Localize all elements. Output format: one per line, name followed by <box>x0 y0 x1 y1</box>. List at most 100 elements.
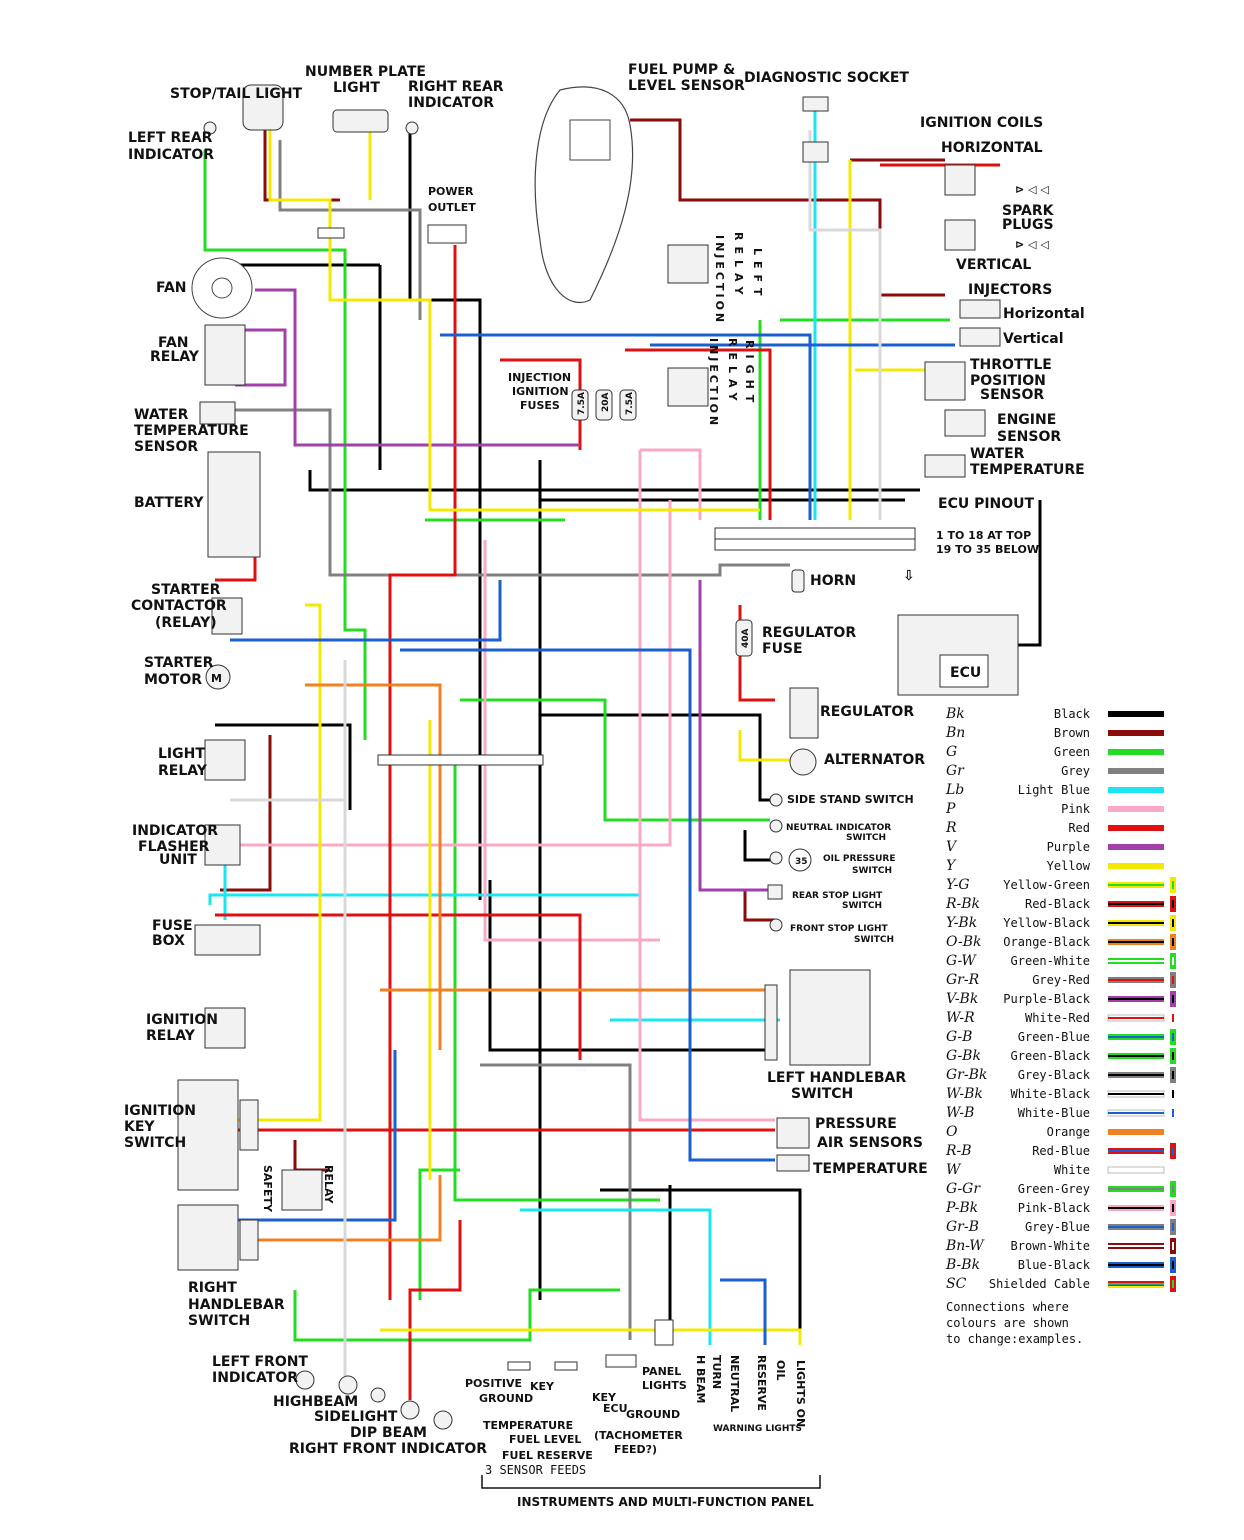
legend-code: Y <box>946 858 957 874</box>
label-starter-motor-2: MOTOR <box>144 672 202 688</box>
legend-change-example-stripe <box>1172 919 1174 927</box>
injection-relay-right <box>667 367 709 407</box>
label-oil-pressure-num: 35 <box>795 857 808 867</box>
label-instruments: INSTRUMENTS AND MULTI-FUNCTION PANEL <box>517 1495 814 1509</box>
legend-name: Green <box>1054 745 1090 759</box>
label-injector-horizontal: Horizontal <box>1003 306 1085 322</box>
legend-swatch-stripe <box>1108 1074 1164 1076</box>
legend-code: G-W <box>946 953 977 969</box>
power-outlet <box>427 224 467 244</box>
label-horn: HORN <box>810 573 856 589</box>
legend-name: Purple <box>1047 840 1090 854</box>
label-light-relay-1: LIGHT <box>158 746 205 762</box>
label-ecu-note-2: 19 TO 35 BELOW <box>936 543 1039 556</box>
legend-name: Purple-Black <box>1003 992 1090 1006</box>
label-power-outlet-1: POWER <box>428 185 474 198</box>
legend-swatch-stripe <box>1108 1188 1164 1190</box>
right-front-indicator-bulb <box>433 1410 453 1430</box>
legend-swatch-stripe <box>1108 1264 1164 1266</box>
legend-swatch <box>1108 844 1164 850</box>
battery <box>207 451 261 558</box>
throttle-position-sensor <box>924 361 966 401</box>
legend-code: SC <box>946 1276 967 1292</box>
legend-swatch-stripe <box>1108 922 1164 924</box>
legend-name: Red <box>1068 821 1090 835</box>
label-fuse-box-1: FUSE <box>152 918 193 934</box>
label-ignition-relay-2: RELAY <box>146 1028 196 1044</box>
alternator <box>789 748 817 776</box>
legend-swatch <box>1108 768 1164 774</box>
label-inj-relay-right-a: INJECTION <box>707 338 720 428</box>
label-front-stop-1: FRONT STOP LIGHT <box>790 924 889 934</box>
safety-relay <box>281 1169 323 1211</box>
label-key: KEY <box>530 1380 555 1393</box>
ignition-coil-horizontal <box>944 164 976 196</box>
legend-code: Gr <box>946 763 965 779</box>
label-ignition-key-3: SWITCH <box>124 1135 186 1151</box>
legend-note-3: to change:examples. <box>946 1332 1083 1346</box>
oil-pressure-switch <box>769 851 783 865</box>
legend-code: W-R <box>946 1010 975 1026</box>
instrument-connector-sensors <box>554 1361 578 1371</box>
label-warning-lights: WARNING LIGHTS <box>713 1424 802 1434</box>
label-water-temp-l-3: SENSOR <box>134 439 198 455</box>
label-diagnostic-socket: DIAGNOSTIC SOCKET <box>744 70 909 86</box>
label-fan-relay-2: RELAY <box>150 349 200 365</box>
label-dip-beam: DIP BEAM <box>350 1425 427 1441</box>
label-right-front-indicator: RIGHT FRONT INDICATOR <box>289 1441 487 1457</box>
label-rear-stop-1: REAR STOP LIGHT <box>792 891 883 901</box>
label-oil-pressure-1: OIL PRESSURE <box>823 854 896 864</box>
starter-contactor <box>211 597 243 635</box>
fuel-tank <box>534 86 634 304</box>
label-reserve: RESERVE <box>755 1355 768 1411</box>
instruments-bracket <box>481 1475 821 1489</box>
legend-swatch-stripe <box>1108 1017 1164 1019</box>
label-panel-lights-1: PANEL <box>642 1365 681 1378</box>
label-starter-contactor-1: STARTER <box>151 582 221 598</box>
legend-name: Grey <box>1061 764 1090 778</box>
legend-name: Orange-Black <box>1003 935 1090 949</box>
label-turn: TURN <box>710 1355 723 1389</box>
legend-swatch-stripe <box>1108 1093 1164 1095</box>
label-engine-sensor-1: ENGINE <box>997 412 1056 428</box>
ecu-label-box <box>939 654 989 688</box>
legend-name: White-Blue <box>1018 1106 1090 1120</box>
label-regulator-fuse-1: REGULATOR <box>762 625 856 641</box>
label-left-front-1: LEFT FRONT <box>212 1354 308 1370</box>
label-ignition-relay-1: IGNITION <box>146 1012 218 1028</box>
legend-swatch-stripe <box>1108 1226 1164 1228</box>
label-right-rear-1: RIGHT REAR <box>408 79 504 95</box>
legend-change-example-stripe <box>1172 1242 1174 1250</box>
legend-name: Blue-Black <box>1018 1258 1091 1272</box>
legend-change-example-stripe <box>1172 1261 1174 1269</box>
label-spark-plugs-1: SPARK <box>1002 203 1055 219</box>
legend-name: White-Red <box>1025 1011 1090 1025</box>
legend-code: R-B <box>945 1143 972 1159</box>
rear-connector <box>317 227 345 239</box>
legend-swatch-stripe <box>1108 1207 1164 1209</box>
water-temp-sensor-right <box>924 454 966 478</box>
fuse-box <box>194 924 261 956</box>
legend-swatch-stripe <box>1108 998 1164 1000</box>
oil-pressure-gauge-icon <box>788 848 812 872</box>
label-starter-motor-1: STARTER <box>144 655 214 671</box>
components: ⊳ ◁ ◁ ⊳ ◁ ◁ ⇩ <box>177 84 1049 1489</box>
legend-code: G-B <box>946 1029 972 1045</box>
label-ignition-key-2: KEY <box>124 1119 155 1135</box>
label-left-rear-2: INDICATOR <box>128 147 214 163</box>
label-front-stop-2: SWITCH <box>854 935 894 945</box>
fuel-pump <box>569 119 611 161</box>
label-power-outlet-2: OUTLET <box>428 201 476 214</box>
regulator <box>789 687 819 739</box>
legend-note-2: colours are shown <box>946 1316 1069 1330</box>
legend-code: W-B <box>946 1105 974 1121</box>
legend-swatch <box>1108 1129 1164 1135</box>
svg-text:⊳ ◁ ◁: ⊳ ◁ ◁ <box>1015 183 1049 196</box>
label-ecu-note-1: 1 TO 18 AT TOP <box>936 529 1031 542</box>
label-number-plate-1: NUMBER PLATE <box>305 64 426 80</box>
label-starter-contactor-2: CONTACTOR <box>131 598 227 614</box>
instrument-connector-positive <box>507 1361 531 1371</box>
legend-name: Green-White <box>1011 954 1090 968</box>
label-fuse-20a: 20A <box>601 392 611 412</box>
legend-name: Brown-White <box>1011 1239 1090 1253</box>
